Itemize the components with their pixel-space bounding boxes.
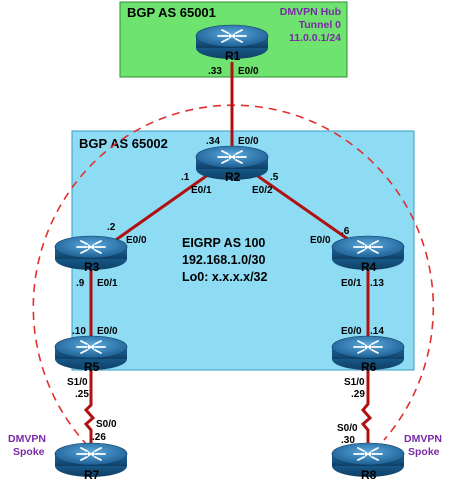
router-name-r5: R5: [84, 360, 100, 374]
r8-ip30-label: .30: [341, 435, 355, 446]
hub-label: DMVPN Hub: [280, 6, 341, 18]
r4-e01-label: E0/1: [341, 278, 362, 289]
r4-ip13-label: .13: [370, 278, 384, 289]
router-name-r6: R6: [361, 360, 377, 374]
bgp-as-65001-title: BGP AS 65001: [127, 5, 216, 20]
router-name-r7: R7: [84, 468, 100, 482]
r4-e00-label: E0/0: [310, 235, 331, 246]
router-name-r2: R2: [225, 170, 241, 184]
router-name-r4: R4: [361, 260, 377, 274]
r2-ip34-label: .34: [206, 136, 220, 147]
r4-ip6-label: .6: [341, 226, 350, 237]
hub-tunnel-ip: 11.0.0.1/24: [289, 32, 341, 44]
serial-link-r6-r8: [360, 368, 373, 450]
r3-e00-label: E0/0: [126, 235, 147, 246]
r6-ip14-label: .14: [370, 326, 384, 337]
link-r2-r3: [109, 170, 213, 246]
router-name-r3: R3: [84, 260, 100, 274]
spoke-label-left-2: Spoke: [13, 446, 45, 458]
r3-ip2-label: .2: [107, 222, 116, 233]
router-name-r1: R1: [225, 49, 241, 63]
r5-s10-label: S1/0: [67, 377, 88, 388]
r1-e00-label: E0/0: [238, 66, 259, 77]
serial-link-r5-r7: [83, 368, 96, 450]
r2-ip1-label: .1: [181, 172, 190, 183]
r2-e00-label: E0/0: [238, 136, 259, 147]
r2-e01-label: E0/1: [191, 185, 212, 196]
link-r2-r4: [251, 170, 356, 246]
r3-ip9-label: .9: [76, 278, 85, 289]
r7-s00-label: S0/0: [96, 419, 117, 430]
r5-ip25-label: .25: [75, 389, 89, 400]
r5-ip10-label: .10: [72, 326, 86, 337]
spoke-label-right-1: DMVPN: [404, 433, 442, 445]
eigrp-as-label: EIGRP AS 100: [182, 236, 265, 250]
hub-tunnel: Tunnel 0: [299, 19, 342, 31]
interface-labels: .33 E0/0 E0/0 .34 .1 E0/1 E0/2 .5 .2 E0/…: [67, 66, 384, 446]
r7-ip26-label: .26: [92, 432, 106, 443]
loopback-label: Lo0: x.x.x.x/32: [182, 270, 268, 284]
r8-s00-label: S0/0: [337, 423, 358, 434]
r3-e01-label: E0/1: [97, 278, 118, 289]
spoke-label-left-1: DMVPN: [8, 433, 46, 445]
spoke-label-right-2: Spoke: [408, 446, 440, 458]
r1-ip-label: .33: [208, 66, 222, 77]
dmvpn-overlay-dashed-circle: [32, 104, 435, 447]
r6-s10-label: S1/0: [344, 377, 365, 388]
r5-e00-label: E0/0: [97, 326, 118, 337]
r6-e00-label: E0/0: [341, 326, 362, 337]
eigrp-subnet-label: 192.168.1.0/30: [182, 253, 265, 267]
r2-ip5-label: .5: [270, 172, 279, 183]
router-name-r8: R8: [361, 468, 377, 482]
r6-ip29-label: .29: [351, 389, 365, 400]
r2-e02-label: E0/2: [252, 185, 273, 196]
bgp-as-65002-title: BGP AS 65002: [79, 136, 168, 151]
